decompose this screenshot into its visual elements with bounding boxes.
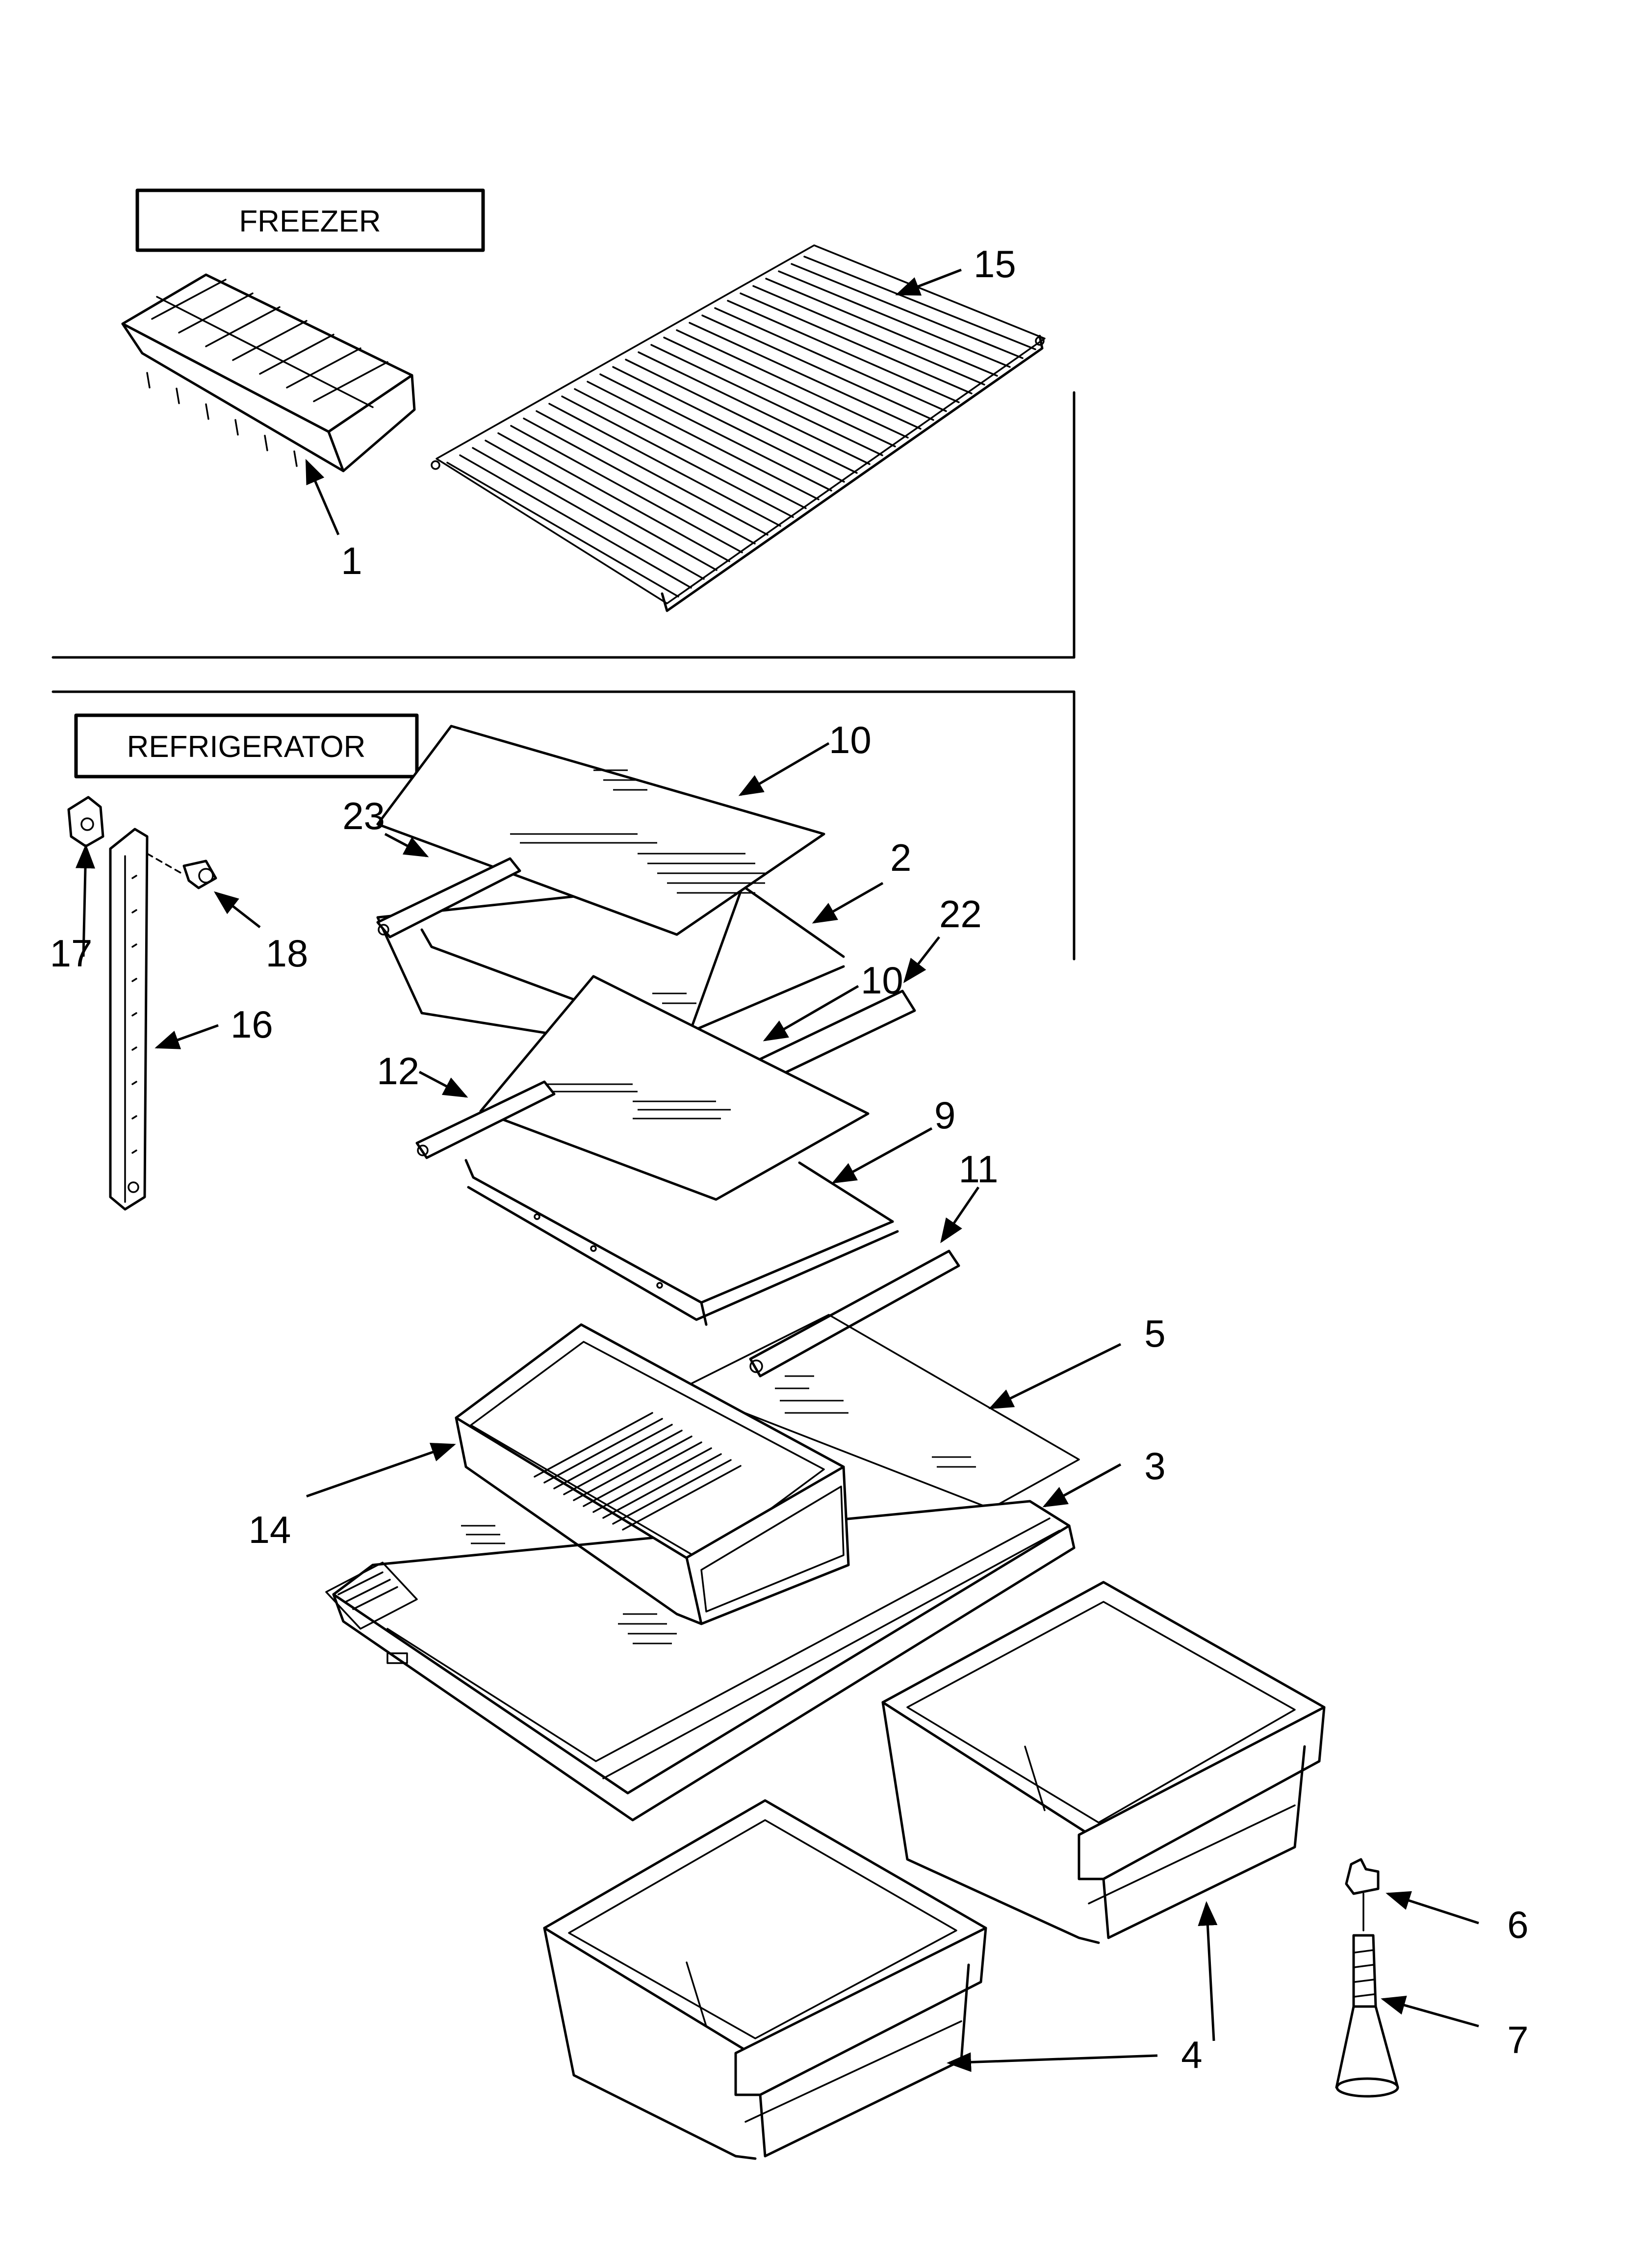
crisper-drawer-left-illustration	[543, 1799, 987, 2160]
freezer-label: FREEZER	[239, 205, 381, 238]
callout-arrows	[76, 268, 1479, 2072]
callout-22: 22	[939, 892, 982, 936]
crisper-drawer-right-illustration	[881, 1581, 1326, 1944]
ice-tray-illustration	[121, 273, 416, 472]
callout-6: 6	[1507, 1903, 1528, 1946]
freezer-label-box: FREEZER	[135, 188, 485, 252]
callout-14: 14	[249, 1508, 291, 1551]
callout-labels: 1 15 10 23 2 22 10 17 18 16 12 9 11 5 14…	[50, 242, 1529, 2076]
callout-12: 12	[377, 1049, 419, 1093]
callout-3: 3	[1144, 1444, 1165, 1487]
callout-15: 15	[974, 242, 1016, 286]
refrigerator-label-box: REFRIGERATOR	[74, 713, 419, 779]
callout-10-lower: 10	[861, 959, 903, 1002]
callout-2: 2	[890, 836, 911, 879]
callout-18: 18	[266, 932, 308, 975]
freezer-wire-shelf-illustration	[431, 244, 1046, 612]
callout-4: 4	[1181, 2033, 1202, 2076]
callout-16: 16	[231, 1003, 273, 1046]
leveling-cap-illustration	[1345, 1858, 1380, 1931]
refrigerator-frame	[51, 690, 1076, 961]
shelf-trim-illustration	[749, 1250, 960, 1378]
callout-11: 11	[959, 1147, 999, 1191]
shelf-screw-illustration	[146, 853, 217, 889]
lower-shelf-illustration	[415, 975, 899, 1326]
callout-1: 1	[341, 539, 362, 582]
freezer-frame	[51, 391, 1076, 659]
callout-10-upper: 10	[829, 718, 872, 761]
callout-5: 5	[1144, 1312, 1165, 1355]
shelf-bracket-illustration	[67, 796, 104, 848]
callout-17: 17	[50, 932, 93, 975]
callout-7: 7	[1507, 2018, 1528, 2061]
callout-23: 23	[342, 794, 385, 837]
crisper-frame-illustration	[325, 1500, 1076, 1822]
meat-pan-illustration	[455, 1323, 850, 1625]
refrigerator-label: REFRIGERATOR	[127, 730, 366, 764]
crisper-cover-illustration	[681, 1314, 1080, 1510]
callout-9: 9	[934, 1094, 955, 1137]
leveling-leg-illustration	[1335, 1934, 1399, 2098]
shelf-ladder-illustration	[109, 828, 149, 1211]
